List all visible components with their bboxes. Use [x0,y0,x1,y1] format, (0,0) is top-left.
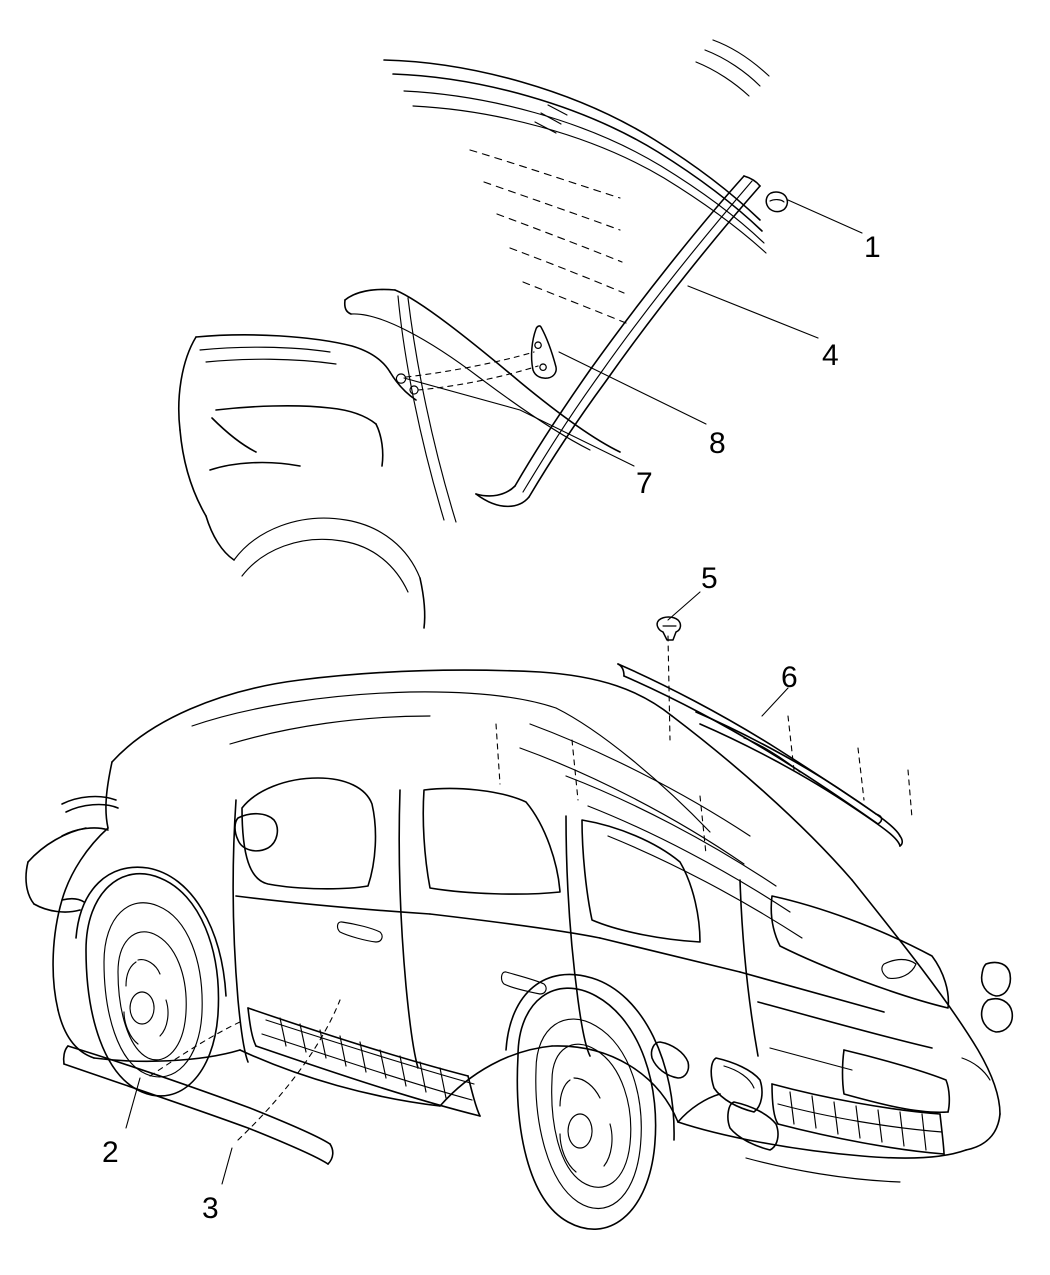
rocker-panel-molding [247,1007,481,1117]
vehicle-roof [105,669,853,881]
pillar-assembly-leaders [397,295,457,523]
callout-label-6: 6 [781,661,798,694]
quarter-panel-lines [677,1057,991,1123]
rear-step-pad [771,1083,945,1155]
front-wheel [85,873,220,1097]
callout-leaders-lower: 2 3 [102,999,341,1225]
upper-dashed-leaders [405,149,627,391]
callout-label-7: 7 [636,467,653,500]
windshield-hatch-marks [534,104,568,134]
windshield-frame [383,39,770,254]
callout-label-8: 8 [709,427,726,460]
body-contour-lines [177,336,426,629]
upper-detail-view: 1 4 8 7 [177,39,881,629]
vehicle-illustration [25,635,1014,1230]
rear-wheel [516,987,657,1230]
callout-label-3: 3 [202,1192,219,1225]
roof-rail-fastener [656,616,682,641]
vehicle-windows [241,777,950,1009]
callout-label-5: 5 [701,562,718,595]
roof-rail-dashed-markers [495,635,913,855]
rear-end-details [650,958,1014,1183]
wheel-arches [75,866,675,1141]
callout-leaders-upper [403,199,863,467]
roof-rail [617,663,904,847]
pillar-applique-fastener [395,373,419,395]
callout-label-2: 2 [102,1136,119,1169]
door-handles [336,921,547,995]
roof-drip-rail-clip [765,191,789,213]
front-fascia [25,795,119,913]
callout-label-4: 4 [822,339,839,372]
roof-ribs [519,723,803,939]
roof-rail-detail: 5 6 [656,562,798,717]
callout-label-1: 1 [864,231,881,264]
roof-side-molding [475,175,761,508]
side-mirror [234,812,279,852]
pillar-applique-upper [530,325,557,379]
body-side-molding [62,1045,334,1165]
